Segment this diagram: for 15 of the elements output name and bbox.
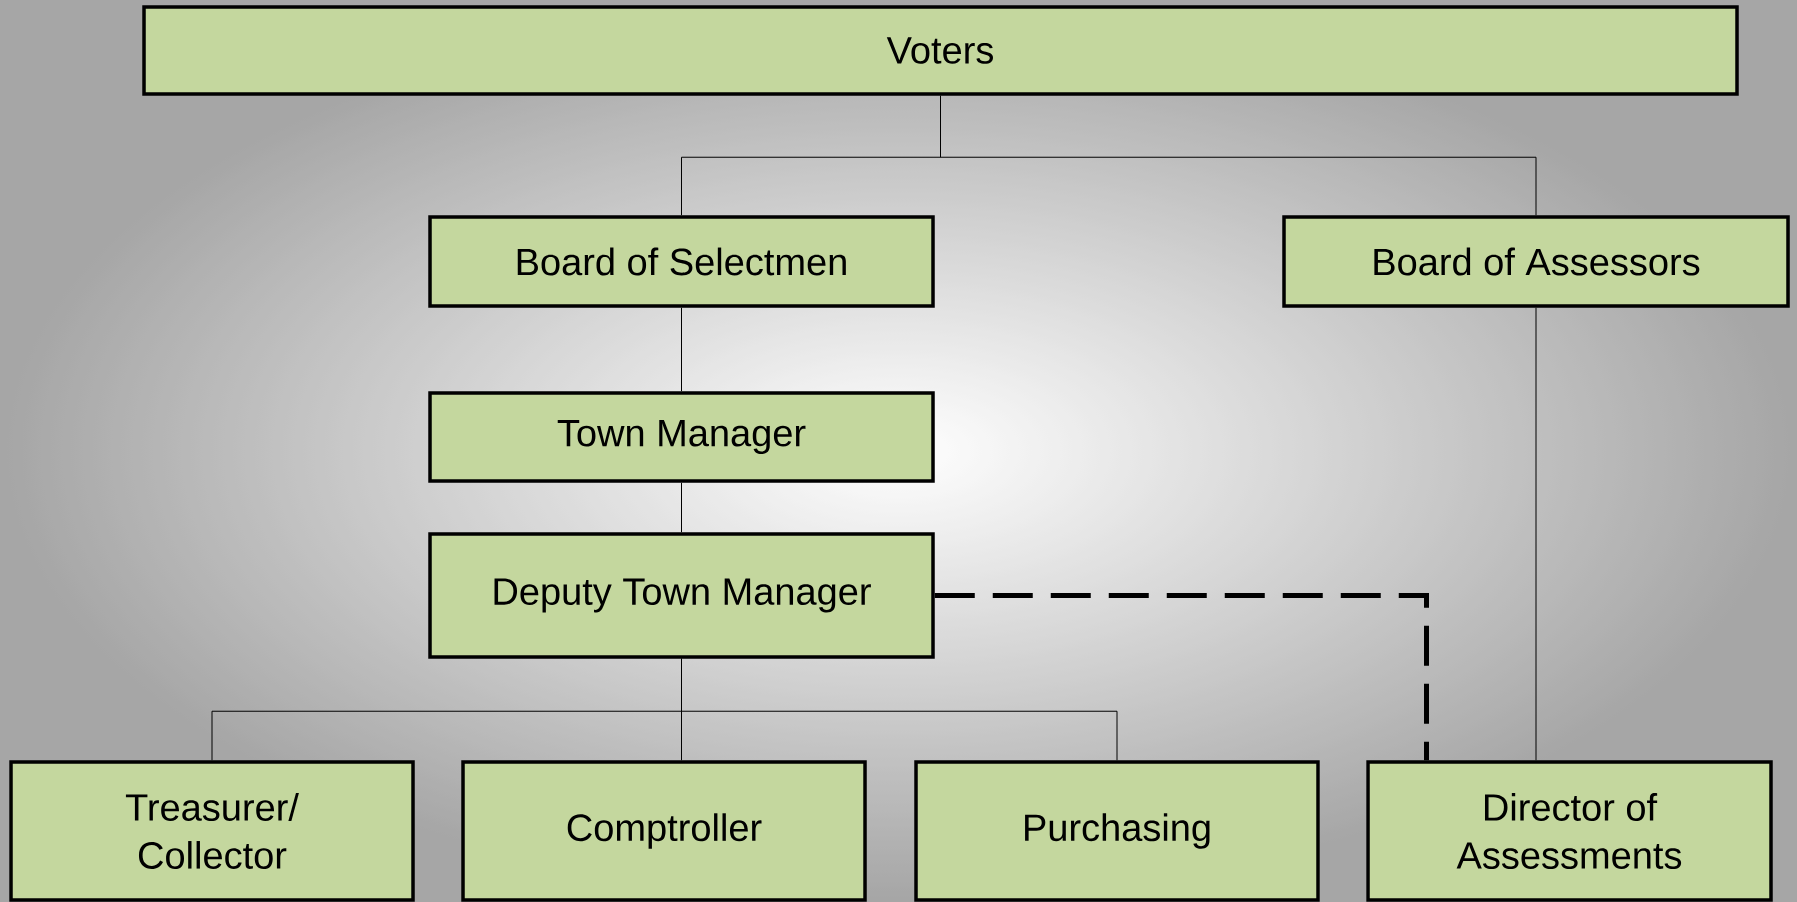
org-box: Director of Assessments [1366, 760, 1773, 902]
connector-line [1535, 307, 1537, 761]
org-box: Purchasing [914, 760, 1320, 902]
connector-line [681, 658, 1118, 761]
org-box: Board of Assessors [1282, 215, 1790, 308]
connector-line [940, 95, 1537, 216]
org-box: Town Manager [428, 391, 935, 483]
org-box: Board of Selectmen [428, 215, 935, 308]
connector-line [681, 307, 682, 392]
org-box: Comptroller [461, 760, 867, 902]
org-box: Voters [142, 5, 1739, 96]
connector-line [681, 482, 682, 533]
connector-line [934, 593, 1429, 761]
org-box: Treasurer/ Collector [9, 760, 415, 902]
org-box: Deputy Town Manager [428, 532, 935, 659]
